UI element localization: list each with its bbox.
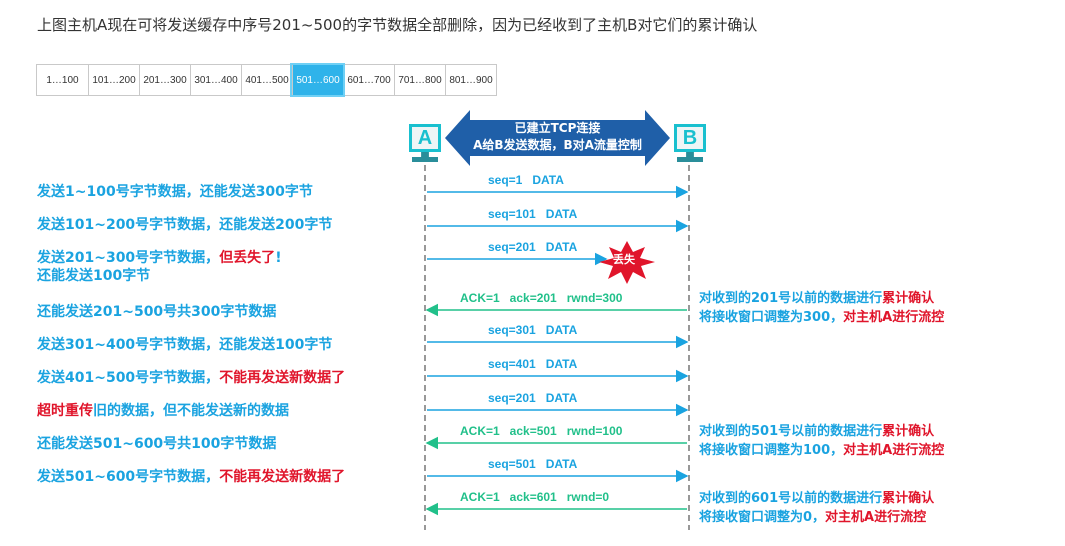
host-a-base [412,152,438,162]
host-a-icon: A [409,124,441,152]
sender-event: 发送1~100号字节数据，还能发送300字节 [37,183,313,201]
annotation-line2: 将接收窗口调整为300，对主机A进行流控 [699,308,944,327]
connection-line1: 已建立TCP连接 [514,121,601,135]
ack-message-label: ACK=1 ack=501 rwnd=100 [460,424,623,438]
caption-text: 上图主机A现在可将发送缓存中序号201~500的字节数据全部删除，因为已经收到了… [37,16,758,34]
data-message-label: seq=201 DATA [488,240,578,254]
data-message-label: seq=501 DATA [488,457,578,471]
buffer-cell: 401…500 [241,65,292,95]
event-text: 但丢失了 [219,250,276,266]
annotation-line2: 将接收窗口调整为0，对主机A进行流控 [699,508,934,527]
annotation-line2: 将接收窗口调整为100，对主机A进行流控 [699,441,944,460]
host-b-icon: B [674,124,706,152]
annotation-text: 累计确认 [882,424,935,439]
sender-event: 发送501~600号字节数据，不能再发送新数据了 [37,468,345,486]
ack-message-label: ACK=1 ack=601 rwnd=0 [460,490,610,504]
annotation-line1: 对收到的501号以前的数据进行累计确认 [699,422,944,441]
annotation-text: 对收到的601号以前的数据进行 [699,491,883,506]
event-text: 发送501~600号字节数据， [37,469,220,485]
sender-event: 还能发送501~600号共100字节数据 [37,435,276,453]
host-b-base [677,152,703,162]
event-text: 发送101~200号字节数据，还能发送200字节 [37,217,333,233]
event-text: 不能再发送新数据了 [219,469,346,485]
annotation-text: 将接收窗口调整为300， [699,310,844,325]
event-text: 不能再发送新数据了 [219,370,346,386]
sender-event: 还能发送201~500号共300字节数据 [37,303,276,321]
annotation-text: 对主机A进行流控 [843,310,945,325]
receiver-annotation: 对收到的201号以前的数据进行累计确认将接收窗口调整为300，对主机A进行流控 [699,289,944,327]
annotation-line1: 对收到的201号以前的数据进行累计确认 [699,289,944,308]
buffer-cell: 301…400 [190,65,241,95]
annotation-text: 对主机A进行流控 [825,510,927,525]
data-message-label: seq=401 DATA [488,357,578,371]
lost-label: 丢失 [613,253,635,266]
receiver-annotation: 对收到的601号以前的数据进行累计确认将接收窗口调整为0，对主机A进行流控 [699,489,934,527]
sender-event: 发送301~400号字节数据，还能发送100字节 [37,336,332,354]
buffer-cell: 601…700 [343,65,394,95]
event-text: 发送201~300号字节数据， [37,250,220,266]
sender-event: 发送201~300号字节数据，但丢失了! 还能发送100字节 [37,249,282,285]
annotation-text: 将接收窗口调整为100， [699,443,844,458]
annotation-text: 对收到的201号以前的数据进行 [699,291,883,306]
connection-arrow [445,110,670,166]
data-message-label: seq=101 DATA [488,207,578,221]
data-message-label: seq=201 DATA [488,391,578,405]
annotation-text: 将接收窗口调整为0， [699,510,826,525]
event-text: 发送301~400号字节数据，还能发送100字节 [37,337,333,353]
event-text: ! [275,250,282,266]
annotation-line1: 对收到的601号以前的数据进行累计确认 [699,489,934,508]
event-text-line2: 还能发送100字节 [37,268,151,284]
event-text: 旧的数据，但不能发送新的数据 [93,403,289,419]
annotation-text: 对主机A进行流控 [843,443,945,458]
sender-event: 超时重传旧的数据，但不能发送新的数据 [37,402,289,420]
event-text: 还能发送201~500号共300字节数据 [37,304,277,320]
buffer-cell: 801…900 [445,65,496,95]
buffer-cell: 501…600 [292,65,343,95]
sender-event: 发送401~500号字节数据，不能再发送新数据了 [37,369,345,387]
buffer-cell: 101…200 [88,65,139,95]
buffer-cell: 1…100 [46,74,79,86]
buffer-cell: 701…800 [394,65,445,95]
data-message-label: seq=1 DATA [488,173,564,187]
receiver-annotation: 对收到的501号以前的数据进行累计确认将接收窗口调整为100，对主机A进行流控 [699,422,944,460]
data-message-label: seq=301 DATA [488,323,578,337]
annotation-text: 对收到的501号以前的数据进行 [699,424,883,439]
event-text: 还能发送501~600号共100字节数据 [37,436,277,452]
sender-event: 发送101~200号字节数据，还能发送200字节 [37,216,332,234]
event-text: 超时重传 [37,403,93,419]
connection-line2: A给B发送数据，B对A流量控制 [473,138,642,152]
event-text: 发送401~500号字节数据， [37,370,220,386]
annotation-text: 累计确认 [882,491,935,506]
ack-message-label: ACK=1 ack=201 rwnd=300 [460,291,623,305]
annotation-text: 累计确认 [882,291,935,306]
buffer-cell: 201…300 [139,65,190,95]
event-text: 发送1~100号字节数据，还能发送300字节 [37,184,313,200]
lost-burst [599,241,655,284]
